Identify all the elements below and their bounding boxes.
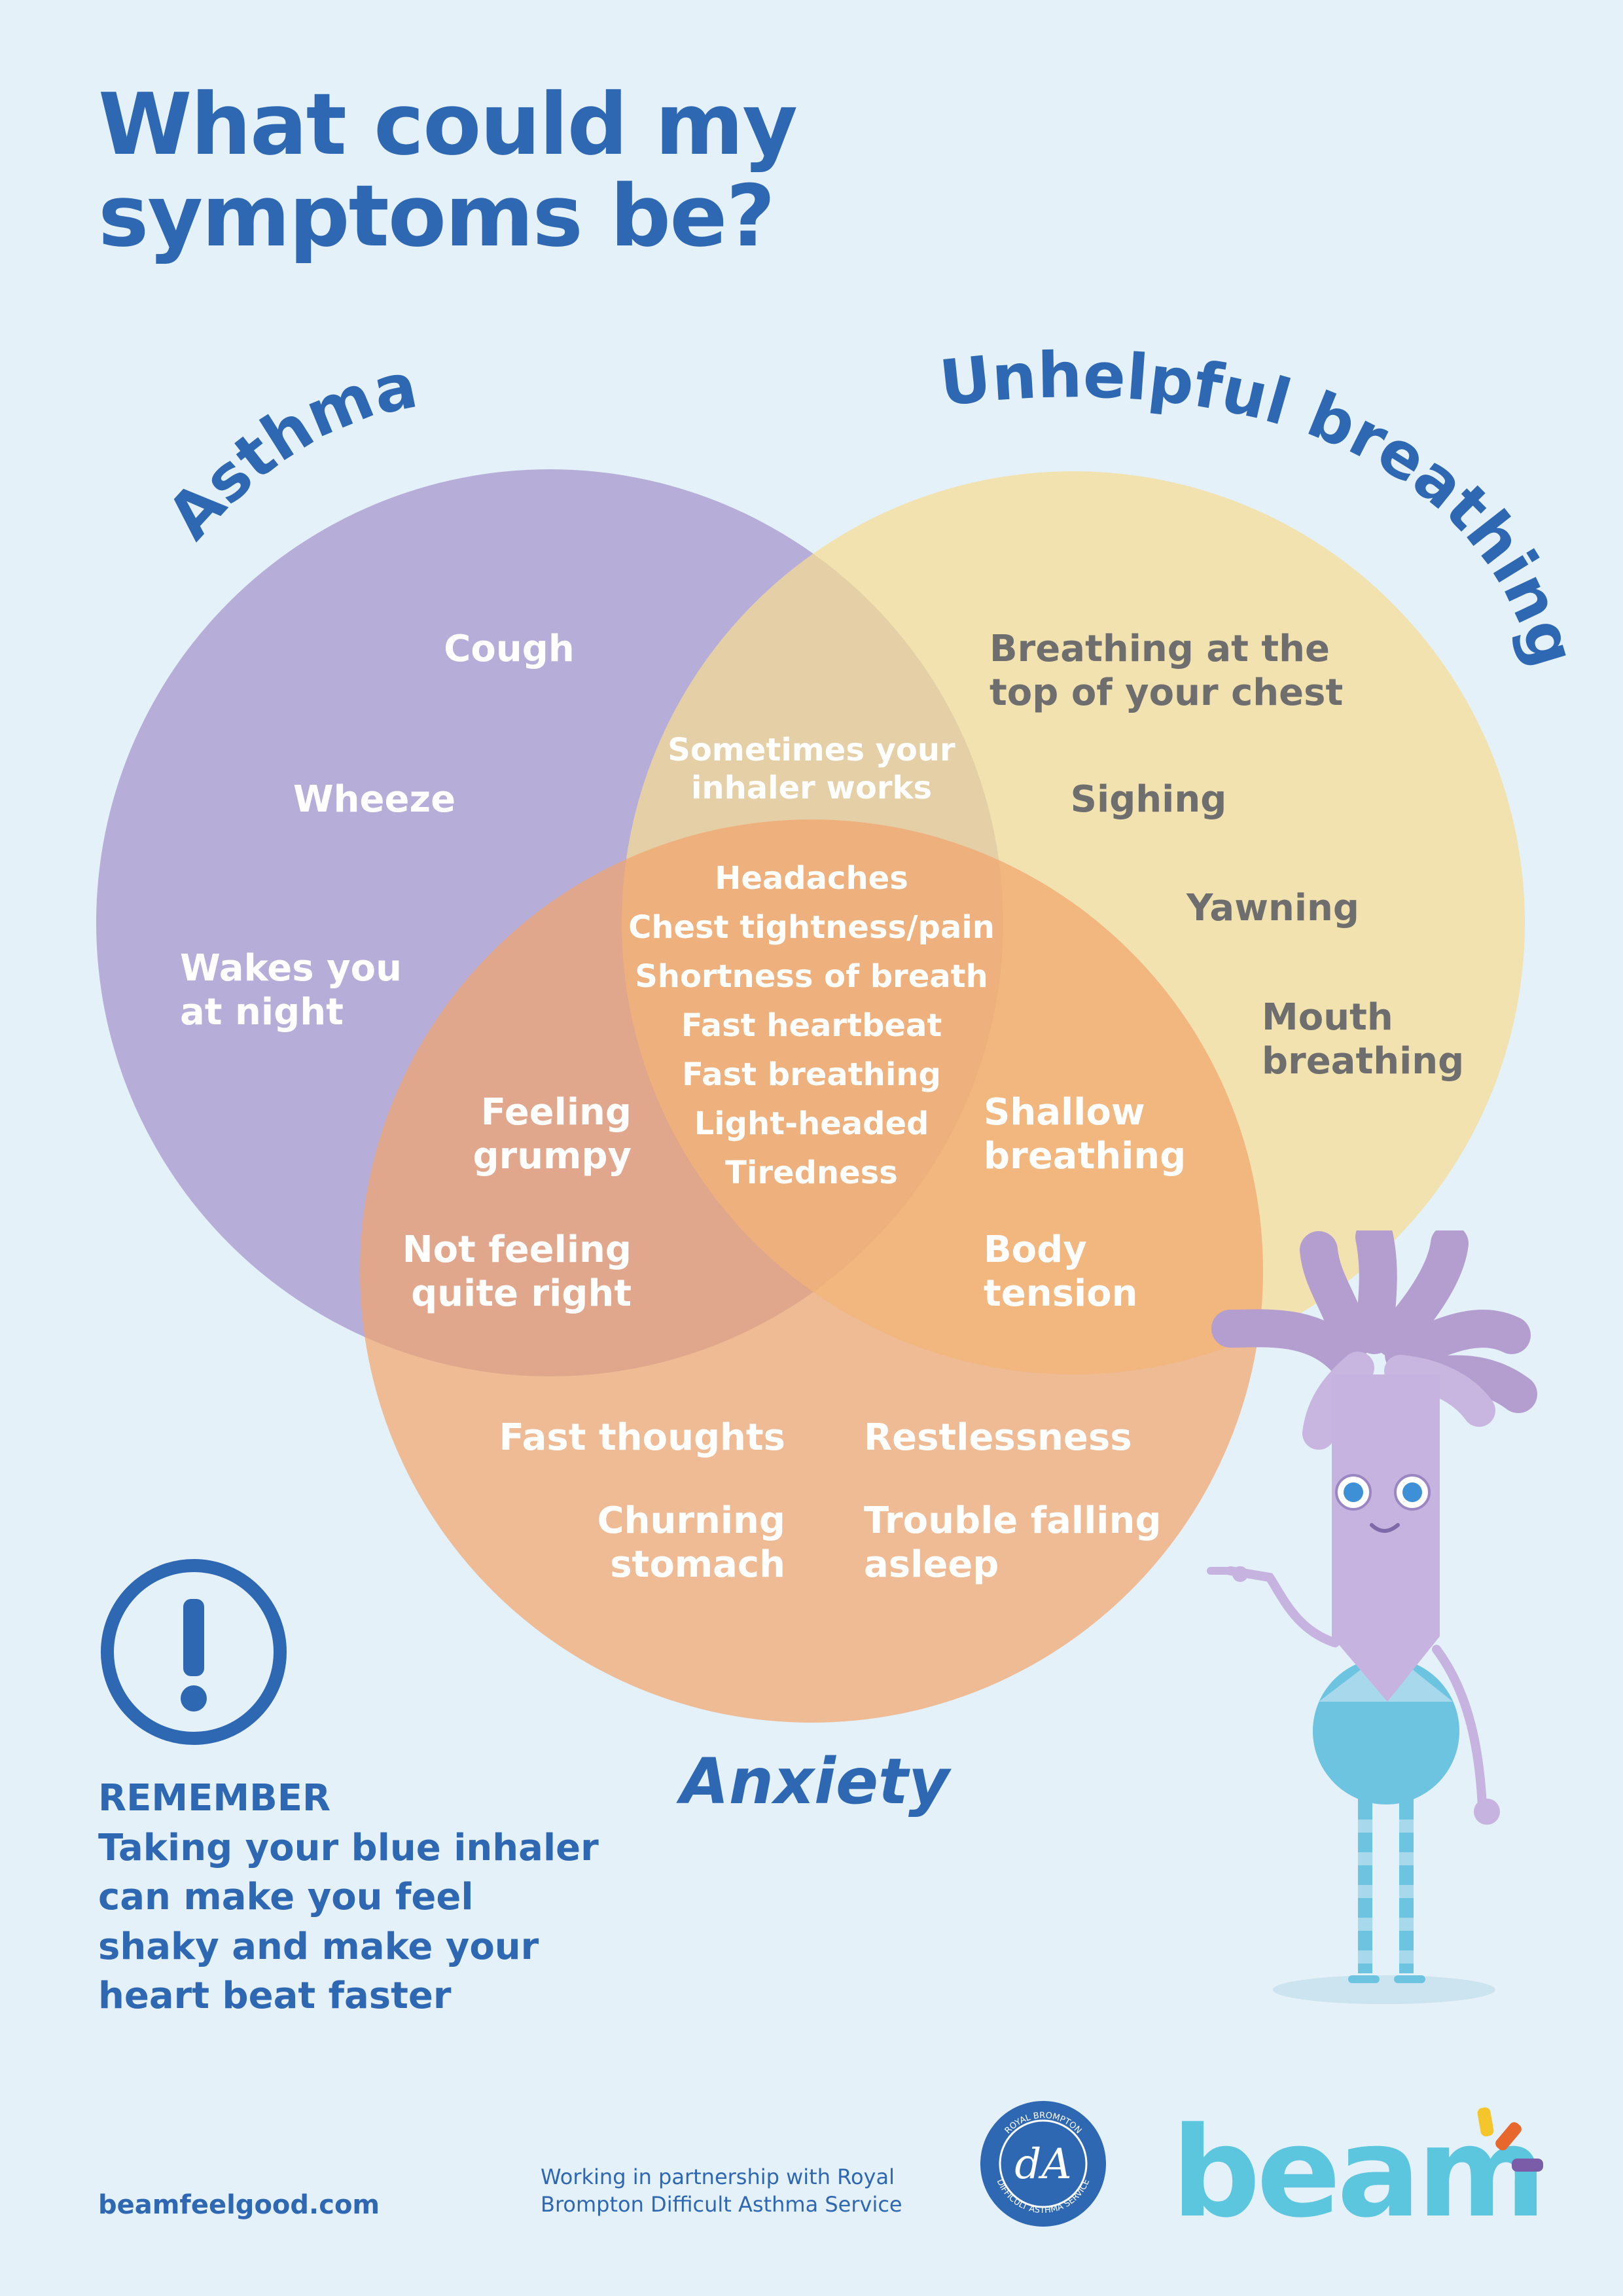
breathing-only-group: Breathing at the top of your chest Sighi… bbox=[990, 628, 1464, 1083]
beam-logo: beam bbox=[1171, 2101, 1546, 2245]
asthma-only-group: Cough Wheeze Wakes you at night bbox=[180, 628, 575, 1033]
page-title: What could my symptoms be? bbox=[98, 75, 798, 266]
remember-line-1: Taking your blue inhaler bbox=[98, 1826, 599, 1869]
symptom-mouth-line1: Mouth bbox=[1262, 996, 1393, 1039]
symptom-yawning: Yawning bbox=[1186, 887, 1359, 929]
asthma-anxiety-group: Feeling grumpy Not feeling quite right bbox=[402, 1091, 632, 1315]
symptom-tiredness: Tiredness bbox=[725, 1155, 898, 1191]
symptom-restlessness: Restlessness bbox=[864, 1416, 1132, 1459]
remember-line-3: shaky and make your bbox=[98, 1925, 539, 1968]
all-three-group: Headaches Chest tightness/pain Shortness… bbox=[628, 860, 995, 1191]
symptom-cough: Cough bbox=[444, 628, 574, 670]
symptom-body-tension-line1: Body bbox=[984, 1229, 1087, 1271]
symptom-shallow-line1: Shallow bbox=[984, 1091, 1145, 1134]
symptom-churning-line1: Churning bbox=[597, 1499, 785, 1542]
symptom-sighing: Sighing bbox=[1071, 778, 1227, 821]
partner-line-2: Brompton Difficult Asthma Service bbox=[541, 2191, 902, 2217]
symptom-top-chest-line2: top of your chest bbox=[990, 672, 1343, 714]
exclamation-circle-icon bbox=[101, 1559, 287, 1745]
symptom-inhaler-line2: inhaler works bbox=[691, 770, 932, 806]
royal-brompton-logo: dA ROYAL BROMPTON DIFFICULT ASTHMA SERVI… bbox=[980, 2101, 1106, 2227]
remember-heading: REMEMBER bbox=[98, 1777, 331, 1820]
symptom-wakes-line1: Wakes you bbox=[180, 947, 402, 990]
website-link[interactable]: beamfeelgood.com bbox=[98, 2190, 380, 2220]
symptom-top-chest-line1: Breathing at the bbox=[990, 628, 1330, 670]
title-line-1: What could my bbox=[98, 75, 798, 174]
symptom-light-headed: Light-headed bbox=[694, 1105, 929, 1142]
symptom-mouth-line2: breathing bbox=[1262, 1040, 1464, 1083]
remember-line-2: can make you feel bbox=[98, 1876, 474, 1919]
beam-mascot-character-icon bbox=[1207, 1230, 1537, 2004]
symptom-shortness-of-breath: Shortness of breath bbox=[635, 958, 988, 995]
symptom-grumpy-line1: Feeling bbox=[481, 1091, 632, 1134]
symptom-wakes-line2: at night bbox=[180, 991, 344, 1033]
symptom-inhaler-line1: Sometimes your bbox=[668, 732, 955, 768]
symptom-not-right-line2: quite right bbox=[411, 1272, 632, 1315]
symptom-fast-breathing: Fast breathing bbox=[682, 1056, 941, 1093]
symptom-chest-tightness: Chest tightness/pain bbox=[628, 909, 995, 946]
symptom-wheeze: Wheeze bbox=[293, 778, 455, 821]
symptom-fast-thoughts: Fast thoughts bbox=[499, 1416, 785, 1459]
symptom-body-tension-line2: tension bbox=[984, 1272, 1137, 1315]
symptom-not-right-line1: Not feeling bbox=[402, 1229, 632, 1271]
symptom-churning-line2: stomach bbox=[610, 1543, 785, 1586]
symptom-fast-heartbeat: Fast heartbeat bbox=[681, 1007, 942, 1044]
asthma-breathing-group: Sometimes your inhaler works bbox=[668, 732, 955, 806]
symptom-trouble-sleep-line1: Trouble falling bbox=[864, 1499, 1161, 1542]
partnership-note: Working in partnership with Royal Brompt… bbox=[541, 2164, 902, 2218]
anxiety-label: Anxiety bbox=[675, 1745, 951, 1818]
symptom-headaches: Headaches bbox=[715, 860, 908, 897]
anxiety-circle bbox=[360, 819, 1263, 1723]
symptom-shallow-line2: breathing bbox=[984, 1135, 1186, 1177]
anxiety-only-group: Fast thoughts Restlessness Churning stom… bbox=[499, 1416, 1162, 1586]
title-line-2: symptoms be? bbox=[98, 166, 776, 266]
breathing-anxiety-group: Shallow breathing Body tension bbox=[984, 1091, 1186, 1315]
remember-note: REMEMBER Taking your blue inhaler can ma… bbox=[98, 1774, 599, 2021]
rb-monogram: dA bbox=[1014, 2140, 1071, 2189]
symptom-grumpy-line2: grumpy bbox=[473, 1135, 632, 1177]
remember-line-4: heart beat faster bbox=[98, 1975, 452, 2018]
beam-rays-icon bbox=[1477, 2107, 1543, 2172]
symptom-trouble-sleep-line2: asleep bbox=[864, 1543, 999, 1586]
partner-line-1: Working in partnership with Royal bbox=[541, 2164, 895, 2189]
